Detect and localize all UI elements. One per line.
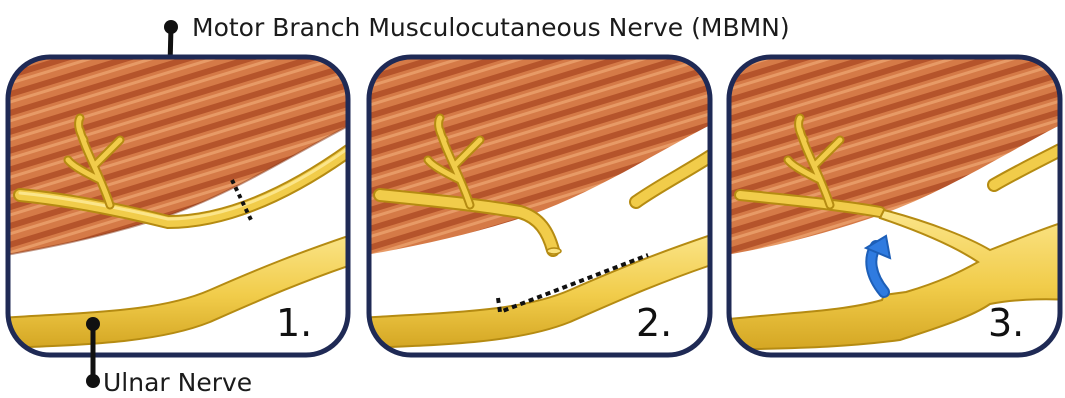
panel-2: 2. [360,50,720,355]
panel-1: 1. [0,50,360,355]
ulnar-label: Ulnar Nerve [103,368,252,397]
step-3-label: 3. [988,301,1024,345]
panel-3: 3. [720,50,1065,355]
step-1-label: 1. [276,301,312,345]
step-2-label: 2. [636,301,672,345]
mbmn-label: Motor Branch Musculocutaneous Nerve (MBM… [192,13,790,42]
ulnar-leader-end-dot [86,374,100,388]
